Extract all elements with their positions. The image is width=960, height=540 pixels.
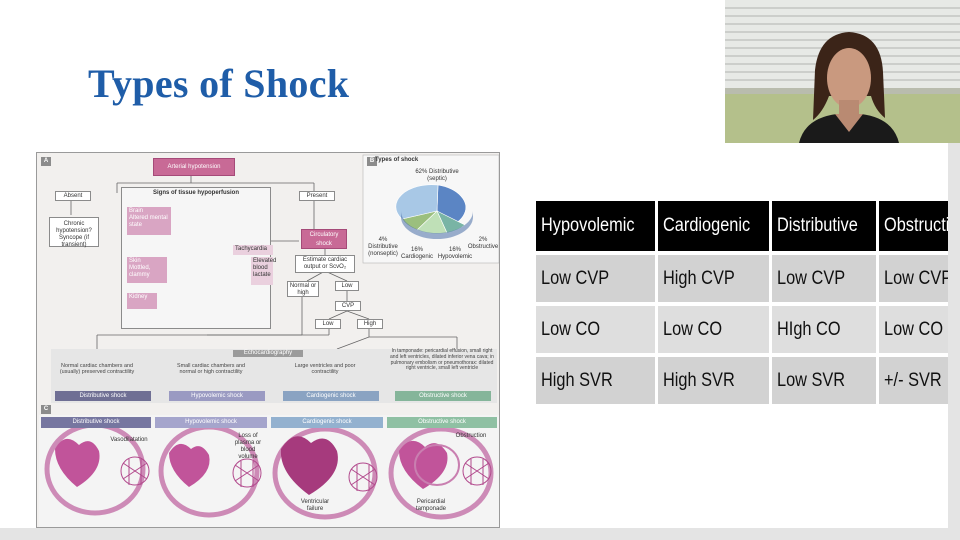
slide-frame-bottom [0,528,960,540]
table-cell: High CVP [656,253,770,304]
kidney-tag: Kidney [127,293,157,309]
skin-tag-label: Skin [129,258,165,265]
table-header-cell: Distributive [771,201,878,253]
cvp-box: CVP [335,301,361,311]
present-box: Present [299,191,335,201]
note-obstruction: Obstruction [449,433,493,440]
desc-hypovolemic: Small cardiac chambers and normal or hig… [169,363,253,376]
presenter-webcam [725,0,960,143]
table-cell: High SVR [536,355,656,404]
table-cell: High SVR [656,355,770,404]
table-cell: Low CO [536,304,656,355]
skin-tag-text: Mottled, clammy [129,265,165,279]
pie-label-septic: 62% Distributive (septic) [409,169,465,183]
pie-label-cardiogenic: 16% Cardiogenic [399,247,435,261]
table-cell: Low CVP [771,253,878,304]
brain-tag-text: Altered mental state [129,215,169,229]
panel-c-title-cardiogenic: Cardiogenic shock [271,417,383,428]
signs-title: Signs of tissue hypoperfusion [122,190,270,197]
absent-box: Absent [55,191,91,201]
brain-tag-label: Brain [129,208,169,215]
table-header-row: Hypovolemic Cardiogenic Distributive Obs… [536,201,960,253]
circulatory-shock-box: Circulatory shock [301,229,347,249]
table-row: Low CVP High CVP Low CVP Low CVP [536,253,960,304]
shock-figure: A B C Arterial hypotension Absent Presen… [36,152,500,528]
label-hypovolemic: Hypovolemic shock [169,391,265,401]
note-pericardial: Pericardial tamponade [409,499,453,513]
table-row: Low CO Low CO HIgh CO Low CO [536,304,960,355]
arterial-hypotension-box: Arterial hypotension [153,158,235,176]
table-cell: Low CVP [536,253,656,304]
table-cell: Low CO [656,304,770,355]
label-obstructive: Obstructive shock [395,391,491,401]
chronic-box: Chronic hypotension? Syncope (if transie… [49,217,99,247]
panel-c-title-hypovolemic: Hypovolemic shock [155,417,267,428]
panel-c-title-distributive: Distributive shock [41,417,151,428]
desc-cardiogenic: Large ventricles and poor contractility [283,363,367,376]
elevated-lactate-tag: Elevated blood lactate [251,257,273,285]
note-loss: Loss of plasma or blood volume [233,433,263,461]
label-cardiogenic: Cardiogenic shock [283,391,379,401]
echo-label: Echocardiography [233,350,303,357]
pie-title: Types of shock [375,157,435,164]
table-header-cell: Cardiogenic [656,201,770,253]
low-co-box: Low [335,281,359,291]
panel-c-letter: C [41,405,51,414]
slide-title: Types of Shock [88,60,349,107]
webcam-video [725,0,960,143]
table-cell: Low SVR [771,355,878,404]
desc-obstructive: In tamponade: pericardial effusion, smal… [389,349,495,372]
desc-distributive: Normal cardiac chambers and (usually) pr… [55,363,139,376]
estimate-box: Estimate cardiac output or ScvO₂ [295,255,355,273]
note-ventricular-failure: Ventricular failure [295,499,335,513]
cvp-low-box: Low [315,319,341,329]
pie-label-obstructive: 2% Obstructive [467,237,499,251]
panel-c-title-obstructive: Obstructive shock [387,417,497,428]
normal-or-high-box: Normal or high [287,281,319,297]
shock-comparison-table: Hypovolemic Cardiogenic Distributive Obs… [536,201,960,404]
label-distributive: Distributive shock [55,391,151,401]
cvp-high-box: High [357,319,383,329]
pie-label-nonseptic: 4% Distributive (nonseptic) [365,237,401,258]
panel-a-letter: A [41,157,51,166]
note-vasodilatation: Vasodilatation [107,437,151,444]
skin-tag: Skin Mottled, clammy [127,257,167,283]
brain-tag: Brain Altered mental state [127,207,171,235]
table-row: High SVR High SVR Low SVR +/- SVR [536,355,960,404]
table-header-cell: Hypovolemic [536,201,656,253]
table-cell: HIgh CO [771,304,878,355]
tachycardia-tag: Tachycardia [233,245,273,255]
